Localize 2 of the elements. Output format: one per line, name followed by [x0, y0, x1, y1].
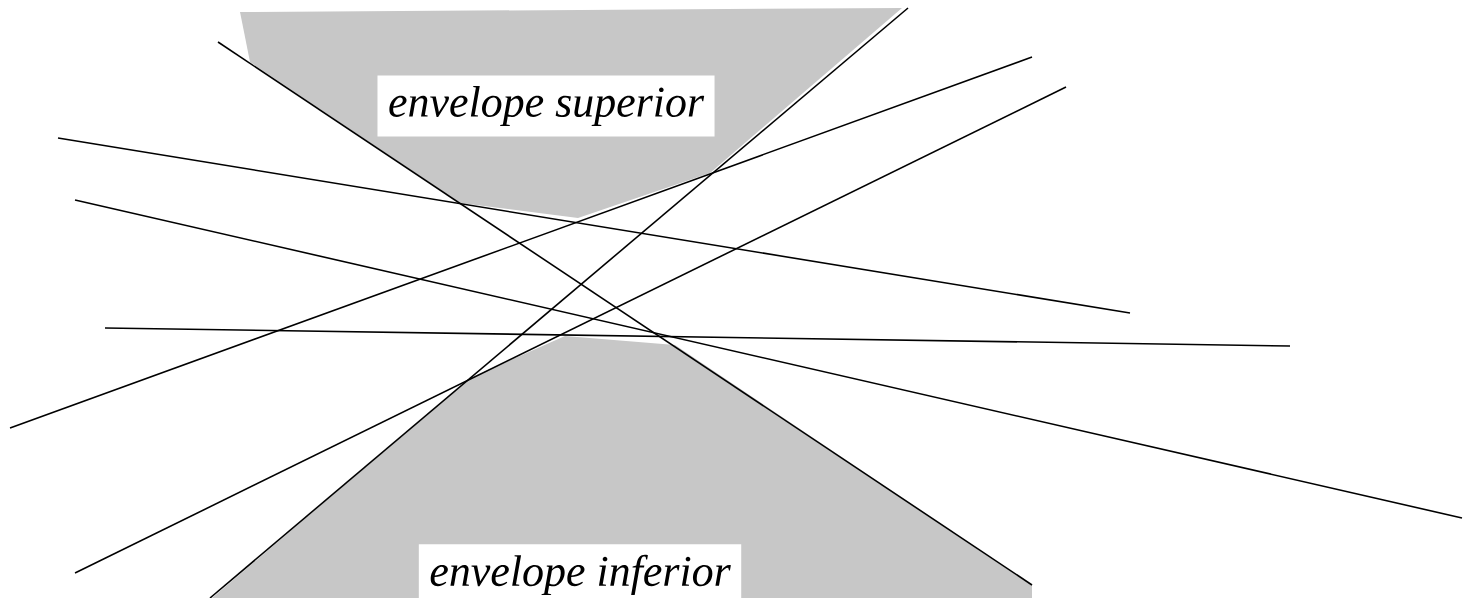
shaded-region: envelope inferior: [212, 336, 1032, 598]
shaded-region: envelope superior: [240, 8, 902, 218]
